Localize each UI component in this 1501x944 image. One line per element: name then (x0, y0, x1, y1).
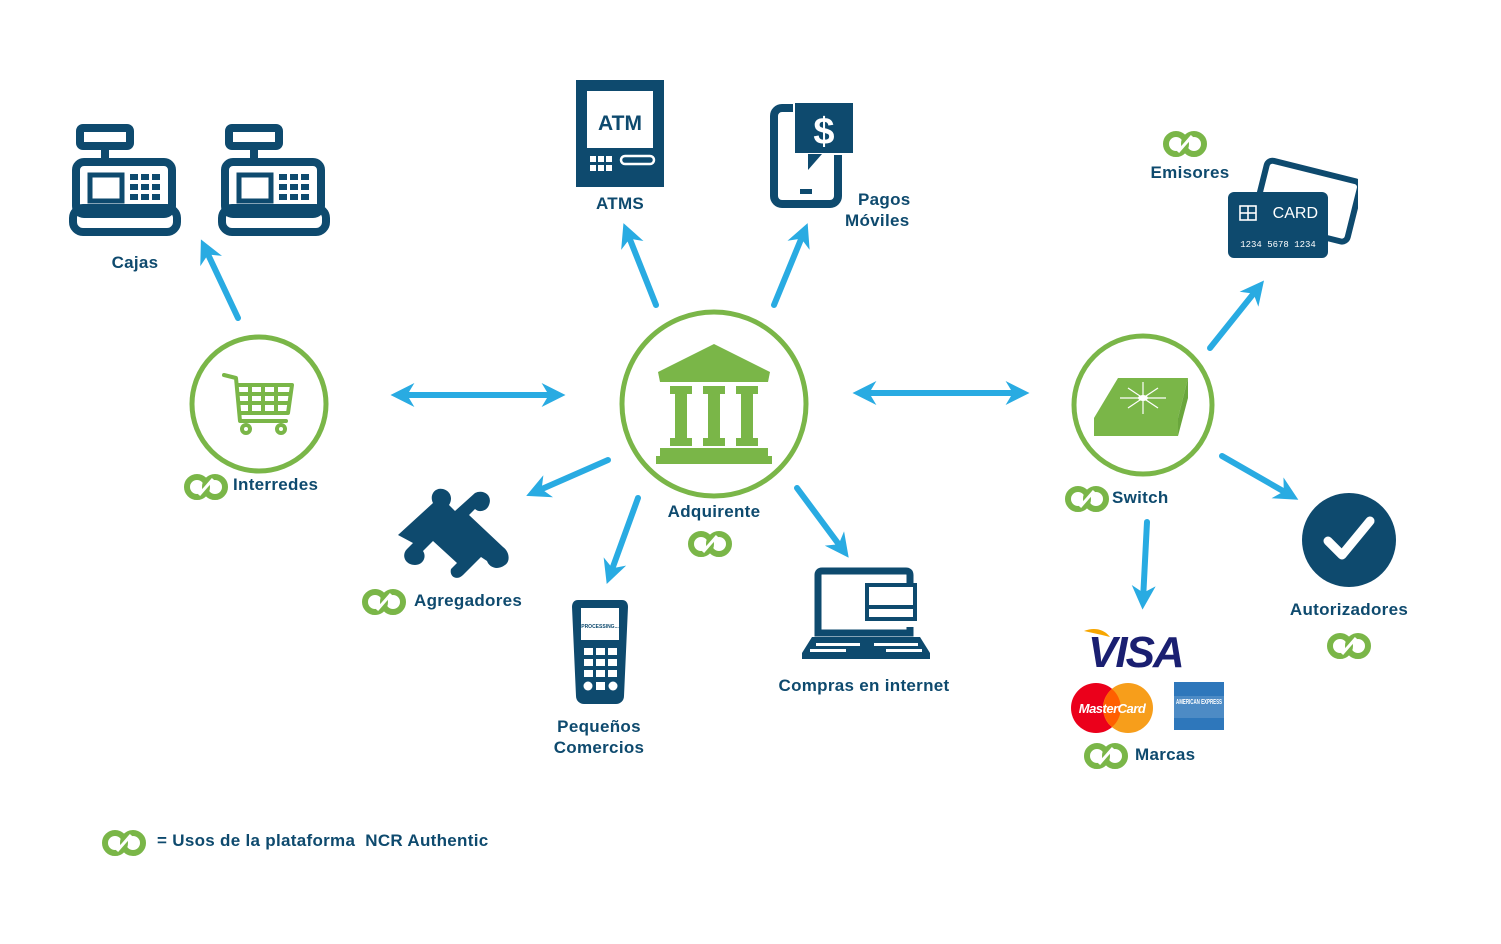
shopping-cart-icon (222, 373, 294, 435)
puzzle-icon (398, 488, 509, 578)
arrow-interredes-cajas (200, 239, 241, 321)
laptop-card-icon (802, 567, 930, 659)
amex-text: AMERICAN EXPRESS (1176, 697, 1222, 706)
mastercard-logo: MasterCard (1071, 683, 1153, 733)
dollar-sign: $ (813, 111, 834, 153)
atms-label: ATMS (595, 194, 645, 213)
emisores-label: Emisores (1150, 163, 1230, 182)
ncr-authentic-logo-icon (184, 474, 228, 500)
visa-logo: VISA (1084, 628, 1185, 671)
pequenos-comercios-label-line2: Comercios (553, 738, 645, 757)
interredes-label: Interredes (233, 475, 319, 494)
card-text: CARD (1273, 205, 1318, 222)
pequenos-comercios-label-line1: Pequeños (557, 717, 641, 736)
marcas-label: Marcas (1135, 745, 1196, 764)
arrow-adquirente-pagos (771, 223, 810, 308)
arrow-switch-emisores (1207, 280, 1264, 351)
credit-card-icon: CARD 1234 5678 1234 (1228, 157, 1358, 258)
pos-terminal-icon: PROCESSING... (572, 600, 628, 704)
card-number: 1234 5678 1234 (1240, 240, 1316, 250)
pagos-moviles-label-line1: Pagos (858, 190, 911, 209)
bank-icon (656, 344, 772, 464)
ncr-authentic-logo-icon (1327, 633, 1371, 659)
compras-internet-label: Compras en internet (778, 676, 950, 695)
pagos-moviles-label: Pagos Móviles (844, 189, 911, 231)
pos-screen-text: PROCESSING... (581, 624, 619, 630)
atm-icon: ATM (576, 80, 664, 187)
pagos-moviles-label-line2: Móviles (845, 211, 910, 230)
interredes-circle (189, 334, 329, 474)
autorizadores-label: Autorizadores (1289, 600, 1409, 619)
autorizadores-circle (1302, 493, 1396, 587)
arrow-adquirente-compras (794, 485, 849, 558)
adquirente-label: Adquirente (667, 502, 761, 521)
arrow-adquirente-agregadores (526, 457, 611, 498)
ncr-authentic-logo-icon (1065, 486, 1109, 512)
ncr-authentic-logo-icon (102, 830, 146, 856)
cash-register-icon (218, 124, 330, 236)
ncr-authentic-logo-icon (362, 589, 406, 615)
mastercard-text: MasterCard (1079, 701, 1147, 716)
arrow-adquirente-pequenos (603, 495, 641, 585)
switch-circle (1071, 333, 1215, 477)
atm-screen-text: ATM (598, 112, 642, 135)
agregadores-label: Agregadores (414, 591, 523, 610)
mobile-payment-icon: $ (770, 101, 855, 208)
cajas-label: Cajas (111, 253, 159, 272)
arrow-switch-autorizadores (1219, 453, 1299, 500)
legend-text: = Usos de la plataforma NCR Authentic (157, 831, 489, 850)
switch-label: Switch (1112, 488, 1169, 507)
pequenos-comercios-label: Pequeños Comercios (554, 716, 645, 758)
ncr-authentic-logo-icon (1163, 131, 1207, 157)
ncr-authentic-logo-icon (688, 531, 732, 557)
switch-icon (1094, 378, 1188, 436)
adquirente-circle (619, 309, 809, 499)
arrow-switch-marcas (1131, 519, 1156, 610)
ncr-authentic-logo-icon (1084, 743, 1128, 769)
amex-logo: AMERICAN EXPRESS (1174, 682, 1224, 730)
checkmark-icon (1323, 516, 1375, 560)
arrow-adquirente-atms (621, 223, 659, 308)
cash-register-icon (69, 124, 181, 236)
visa-text: VISA (1088, 628, 1183, 671)
